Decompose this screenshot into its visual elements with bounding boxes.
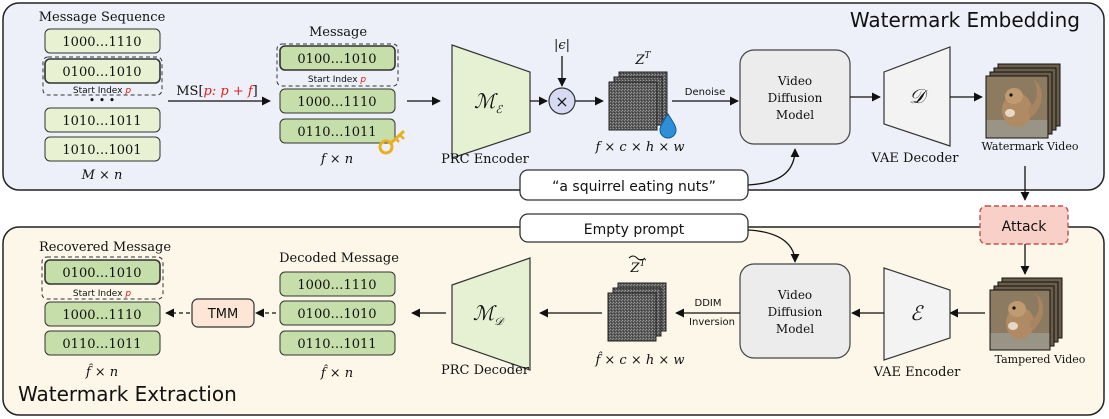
- sequence-row: 1000…1110: [44, 28, 161, 54]
- latent-dim-label: f × c × h × w: [594, 140, 684, 155]
- vae-encoder-block: [883, 267, 951, 361]
- tilde-mark: [628, 255, 646, 261]
- svg-text:1000…1110: 1000…1110: [62, 35, 141, 50]
- key-icon: [378, 129, 406, 155]
- inverted-latent-dim: f̂ × c × h × w: [594, 351, 684, 368]
- empty-prompt-label: Empty prompt: [584, 222, 685, 238]
- multiply-symbol: ×: [555, 92, 568, 111]
- sequence-row: 0100…1010: [44, 58, 161, 84]
- ddim-label: DDIM: [695, 298, 722, 309]
- prompt-arrow-top: [747, 148, 800, 186]
- decoded-message-label: Decoded Message: [279, 251, 399, 266]
- water-drop-icon: [659, 113, 677, 139]
- recovered-message-label: Recovered Message: [39, 240, 171, 255]
- video-diffusion-model-bottom: [739, 263, 851, 359]
- svg-text:0100…1010: 0100…1010: [62, 266, 141, 281]
- recovered-row: 1000…1110: [44, 301, 161, 327]
- message-start-index: Start Index p: [308, 75, 367, 85]
- decoded-row: 0100…1010: [279, 300, 396, 326]
- slice-label: MS[p: p + f]: [176, 84, 258, 99]
- message-sequence-label: Message Sequence: [39, 10, 166, 25]
- inversion-label: Inversion: [689, 317, 735, 328]
- tmm-box: [191, 298, 255, 328]
- message-row: 1000…1110: [279, 88, 396, 114]
- svg-text:0100…1010: 0100…1010: [62, 65, 141, 80]
- latent-noise-stack: [608, 71, 668, 131]
- vae-encoder-label: VAE Encoder: [873, 365, 962, 380]
- prc-decoder-symbol: ℳ𝒟: [473, 301, 505, 328]
- recovered-row: 0100…1010: [44, 259, 161, 285]
- attack-label: Attack: [1002, 219, 1048, 235]
- watermark-video-frames: [985, 63, 1061, 139]
- sequence-row: 1010…1001: [44, 136, 161, 162]
- svg-text:1000…1110: 1000…1110: [297, 278, 376, 293]
- diffusion-line-3: Model: [776, 108, 814, 122]
- diffusion-line-2: Diffusion: [768, 305, 823, 319]
- prc-encoder-symbol: ℳℰ: [474, 89, 503, 116]
- svg-text:0100…1010: 0100…1010: [297, 52, 376, 67]
- svg-text:0100…1010: 0100…1010: [297, 307, 376, 322]
- watermark-video-label: Watermark Video: [982, 140, 1079, 153]
- vae-decoder-block: [883, 46, 951, 147]
- recovered-dashed-box: [41, 256, 164, 300]
- diffusion-line-3: Model: [776, 322, 814, 336]
- extraction-title: Watermark Extraction: [18, 382, 237, 406]
- svg-text:1010…1001: 1010…1001: [62, 143, 141, 158]
- start-index-label: Start Index p: [73, 86, 132, 96]
- recovered-start-index: Start Index p: [73, 289, 132, 299]
- decoded-row: 1000…1110: [279, 271, 396, 297]
- tmm-label: TMM: [207, 307, 238, 322]
- diffusion-line-2: Diffusion: [768, 91, 823, 105]
- recovered-row: 0110…1011: [44, 330, 161, 356]
- text-prompt: “a squirrel eating nuts”: [552, 179, 716, 195]
- tampered-video-frames: [989, 277, 1063, 351]
- message-dim-label: f × n: [320, 152, 353, 167]
- latent-label: ZT: [634, 51, 651, 68]
- sequence-dim-label: M × n: [81, 168, 123, 183]
- vae-decoder-label: VAE Decoder: [871, 151, 960, 166]
- svg-text:0110…1011: 0110…1011: [297, 337, 376, 352]
- start-index-dashed-box: [42, 56, 163, 96]
- tampered-video-label: Tampered Video: [995, 353, 1086, 366]
- ellipsis-dots: • • •: [89, 94, 115, 107]
- sequence-row: 1010…1011: [44, 107, 161, 133]
- inverted-latent-label: ZT: [629, 259, 646, 276]
- diffusion-line-1: Video: [777, 74, 812, 88]
- vae-decoder-symbol: 𝒟: [909, 84, 929, 108]
- decoded-dim-label: f̂ × n: [320, 364, 353, 381]
- squirrel-image: [986, 76, 1048, 138]
- denoise-label: Denoise: [685, 87, 725, 98]
- svg-text:1000…1110: 1000…1110: [62, 308, 141, 323]
- prc-decoder-block: [451, 257, 531, 371]
- attack-box: [979, 205, 1069, 245]
- svg-text:0110…1011: 0110…1011: [62, 337, 141, 352]
- recovered-dim-label: f̂ × n: [85, 363, 118, 380]
- message-dashed-box: [276, 43, 399, 87]
- svg-text:1010…1011: 1010…1011: [62, 114, 141, 129]
- vae-encoder-symbol: ℰ: [910, 301, 924, 325]
- epsilon-label: |ϵ|: [554, 38, 570, 53]
- empty-prompt-box: [519, 213, 749, 243]
- squirrel-image: [990, 290, 1050, 350]
- diffusion-line-1: Video: [777, 288, 812, 302]
- embedding-title: Watermark Embedding: [850, 8, 1080, 32]
- message-row: 0100…1010: [279, 45, 396, 71]
- message-label: Message: [309, 25, 367, 40]
- message-row: 0110…1011: [279, 118, 396, 144]
- svg-text:0110…1011: 0110…1011: [297, 125, 376, 140]
- svg-text:1000…1110: 1000…1110: [297, 95, 376, 110]
- inverted-latent-stack: [607, 282, 667, 342]
- decoded-row: 0110…1011: [279, 330, 396, 356]
- prc-encoder-block: [451, 44, 531, 159]
- prc-decoder-label: PRC Decoder: [441, 363, 530, 378]
- prompt-arrow-bottom: [747, 229, 800, 263]
- prc-encoder-label: PRC Encoder: [441, 152, 530, 167]
